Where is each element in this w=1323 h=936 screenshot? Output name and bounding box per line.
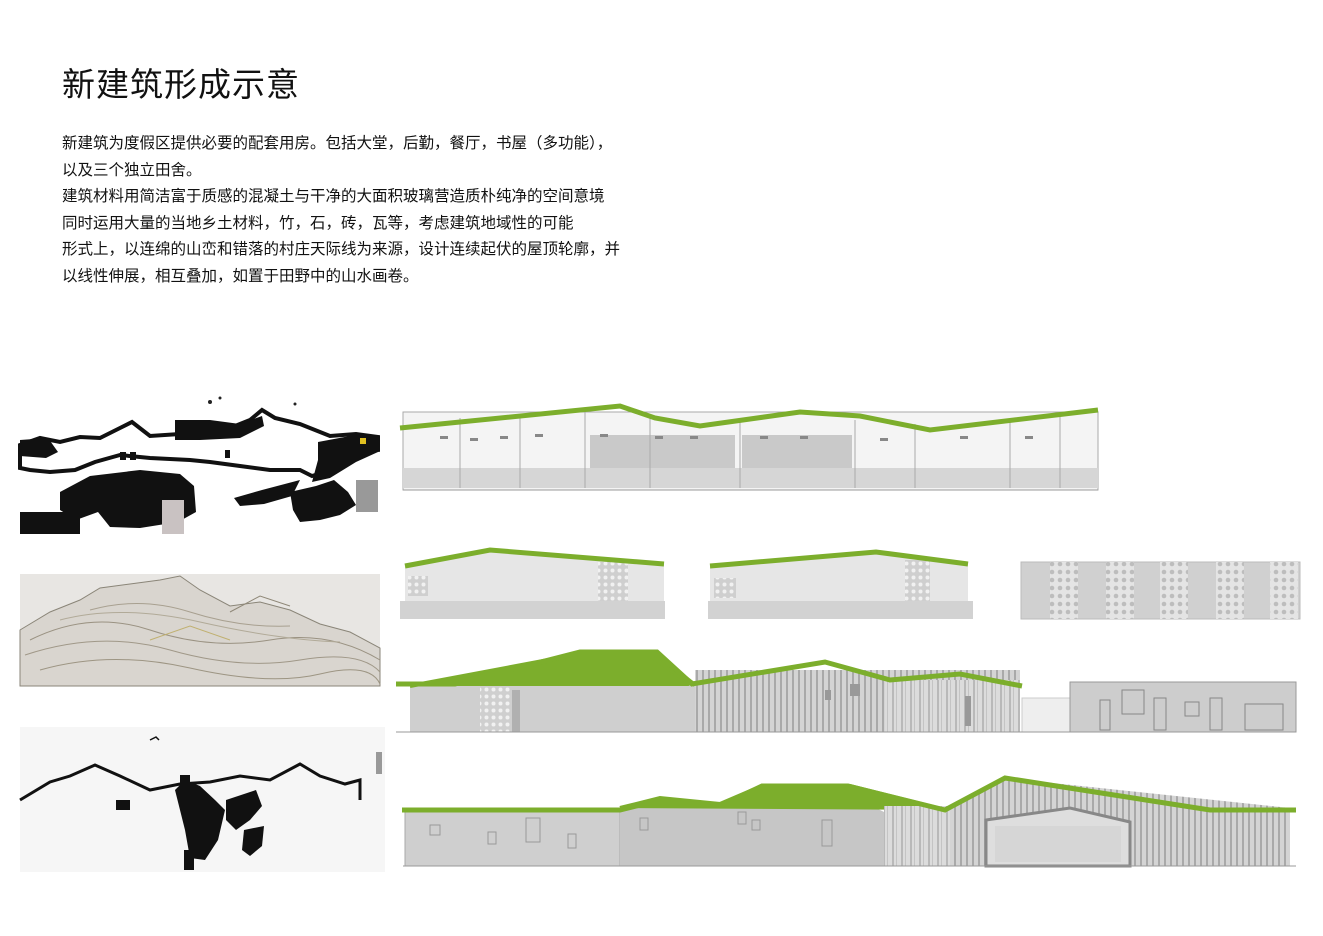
- ink-painting-village-1: [18, 387, 380, 534]
- elevation-cottage-2: [708, 549, 973, 619]
- description-line: 同时运用大量的当地乡土材料，竹，石，砖，瓦等，考虑建筑地域性的可能: [62, 213, 574, 232]
- description-line: 形式上，以连绵的山峦和错落的村庄天际线为来源，设计连续起伏的屋顶轮廓，并: [62, 240, 621, 258]
- description-line: 新建筑为度假区提供必要的配套用房。包括大堂，后勤，餐厅，书屋（多功能），: [62, 134, 613, 152]
- elevation-screen-wall: [1020, 561, 1301, 620]
- elevation-dining-glass: [399, 403, 1099, 491]
- mountain-painting: [19, 574, 381, 687]
- elevation-lobby: [396, 649, 1297, 733]
- description-text: 新建筑为度假区提供必要的配套用房。包括大堂，后勤，餐厅，书屋（多功能）， 以及三…: [62, 130, 662, 289]
- description-line: 以及三个独立田舍。: [62, 160, 202, 179]
- elevation-bookhouse: [402, 775, 1296, 868]
- description-line: 以线性伸展，相互叠加，如置于田野中的山水画卷。: [62, 266, 419, 285]
- elevation-cottage-1: [400, 547, 665, 619]
- page-title: 新建筑形成示意: [62, 65, 300, 104]
- ink-painting-village-2: [19, 727, 385, 872]
- description-line: 建筑材料用简洁富于质感的混凝土与干净的大面积玻璃营造质朴纯净的空间意境: [62, 187, 605, 205]
